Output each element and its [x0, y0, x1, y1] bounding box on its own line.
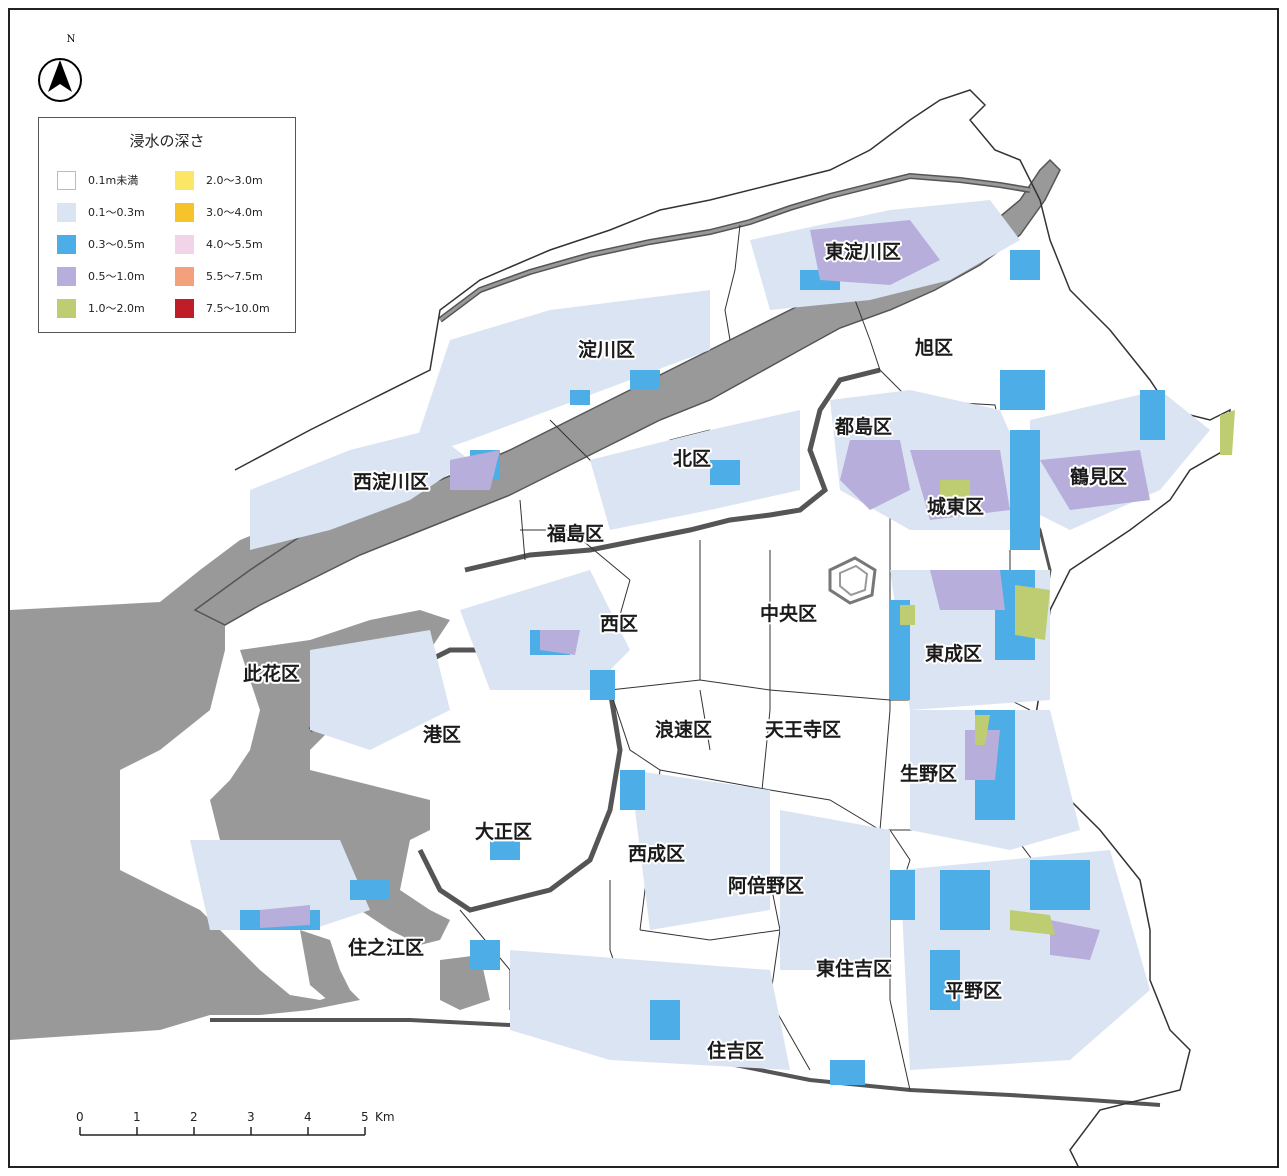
kanzakigawa-river-inner [439, 174, 1031, 322]
ward-label-joto: 城東区 [927, 495, 984, 518]
scale-tick-label: 4 [304, 1110, 312, 1124]
legend-item-label: 0.1〜0.3m [88, 206, 145, 219]
legend-item: 7.5〜10.0m [175, 298, 270, 318]
legend-item: 5.5〜7.5m [175, 266, 263, 286]
ward-label-konohana: 此花区 [243, 662, 300, 685]
legend-item: 2.0〜3.0m [175, 170, 263, 190]
legend-swatch [175, 170, 194, 190]
legend-item-label: 0.3〜0.5m [88, 238, 145, 251]
legend-item: 0.1〜0.3m [57, 202, 145, 222]
legend-item-label: 1.0〜2.0m [88, 302, 145, 315]
scale-tick-label: 1 [133, 1110, 141, 1124]
legend-item: 1.0〜2.0m [57, 298, 145, 318]
map-frame: 東淀川区 淀川区 旭区 都島区 北区 西淀川区 鶴見区 城東区 福島区 中央区 … [8, 8, 1279, 1168]
legend-swatch [57, 170, 76, 190]
ward-label-nishiyodogawa: 西淀川区 [353, 470, 429, 493]
ward-label-sumiyoshi: 住吉区 [707, 1039, 764, 1062]
legend-item-label: 0.1m未満 [88, 174, 139, 187]
ward-label-naniwa: 浪速区 [655, 718, 712, 741]
ward-label-nishinari: 西成区 [628, 842, 685, 865]
legend-item: 0.3〜0.5m [57, 234, 145, 254]
scale-bar: 0 1 2 3 4 5 Km [76, 1110, 395, 1136]
ward-label-taisho: 大正区 [475, 820, 532, 843]
legend-item-label: 4.0〜5.5m [206, 238, 263, 251]
ward-label-kita: 北区 [673, 448, 711, 470]
ward-label-tennoji: 天王寺区 [765, 719, 841, 741]
yodogawa-river [193, 158, 1061, 626]
flood-map: 東淀川区 淀川区 旭区 都島区 北区 西淀川区 鶴見区 城東区 福島区 中央区 … [10, 89, 1235, 1166]
flood-depth-1.0-2.0 [900, 410, 1235, 935]
ward-label-higashiyodogawa: 東淀川区 [825, 240, 901, 263]
legend-item-label: 3.0〜4.0m [206, 206, 263, 219]
ward-label-suminoe: 住之江区 [348, 936, 424, 959]
ward-label-tsurumi: 鶴見区 [1070, 465, 1127, 488]
scale-tick-label: 5 [361, 1110, 369, 1124]
legend-swatch [57, 298, 76, 318]
legend-item-label: 7.5〜10.0m [206, 302, 270, 315]
scale-tick-label: 0 [76, 1110, 84, 1124]
osaka-bay [10, 450, 370, 1040]
legend-item: 0.1m未満 [57, 170, 138, 190]
ward-label-abeno: 阿倍野区 [728, 874, 804, 897]
ward-label-hirano: 平野区 [945, 980, 1002, 1002]
legend-item: 4.0〜5.5m [175, 234, 263, 254]
legend-item-label: 0.5〜1.0m [88, 270, 145, 283]
ward-label-chuo: 中央区 [760, 602, 817, 625]
legend-item-label: 5.5〜7.5m [206, 270, 263, 283]
ward-label-ikuno: 生野区 [900, 762, 957, 785]
ward-label-higashisumiyoshi: 東住吉区 [816, 957, 892, 980]
legend-swatch [57, 202, 76, 222]
north-label: N [66, 34, 76, 45]
scale-tick-label: 3 [247, 1110, 255, 1124]
legend-swatch [175, 298, 194, 318]
legend-swatch [175, 266, 194, 286]
scale-tick-label: 2 [190, 1110, 198, 1124]
legend-title: 浸水の深さ [129, 132, 205, 150]
ward-label-higashinari: 東成区 [925, 642, 982, 665]
legend-swatch [57, 266, 76, 286]
legend-item: 3.0〜4.0m [175, 202, 263, 222]
osaka-castle [828, 556, 877, 605]
okawa-river [464, 367, 881, 573]
ward-label-miyakojima: 都島区 [834, 415, 892, 438]
north-arrow-icon [38, 58, 82, 102]
ward-label-yodogawa: 淀川区 [578, 338, 635, 361]
legend-item-label: 2.0〜3.0m [206, 174, 263, 187]
legend-swatch [175, 202, 194, 222]
ward-label-nishi: 西区 [600, 613, 638, 635]
legend-item: 0.5〜1.0m [57, 266, 145, 286]
ward-label-minato: 港区 [423, 724, 461, 746]
legend-swatch [57, 234, 76, 254]
ward-label-asahi: 旭区 [914, 337, 953, 359]
scale-unit-label: Km [375, 1110, 395, 1124]
flood-depth-0.5-1.0 [260, 220, 1150, 960]
legend: 浸水の深さ 0.1m未満 0.1〜0.3m 0.3〜0.5m 0.5〜1.0m … [38, 117, 296, 333]
ward-label-fukushima: 福島区 [546, 522, 604, 545]
osaka-castle-inner [839, 564, 869, 597]
harbor-canal-south [300, 930, 490, 1010]
north-arrow: N [34, 34, 86, 104]
city-outline [234, 89, 1231, 1166]
legend-swatch [175, 234, 194, 254]
